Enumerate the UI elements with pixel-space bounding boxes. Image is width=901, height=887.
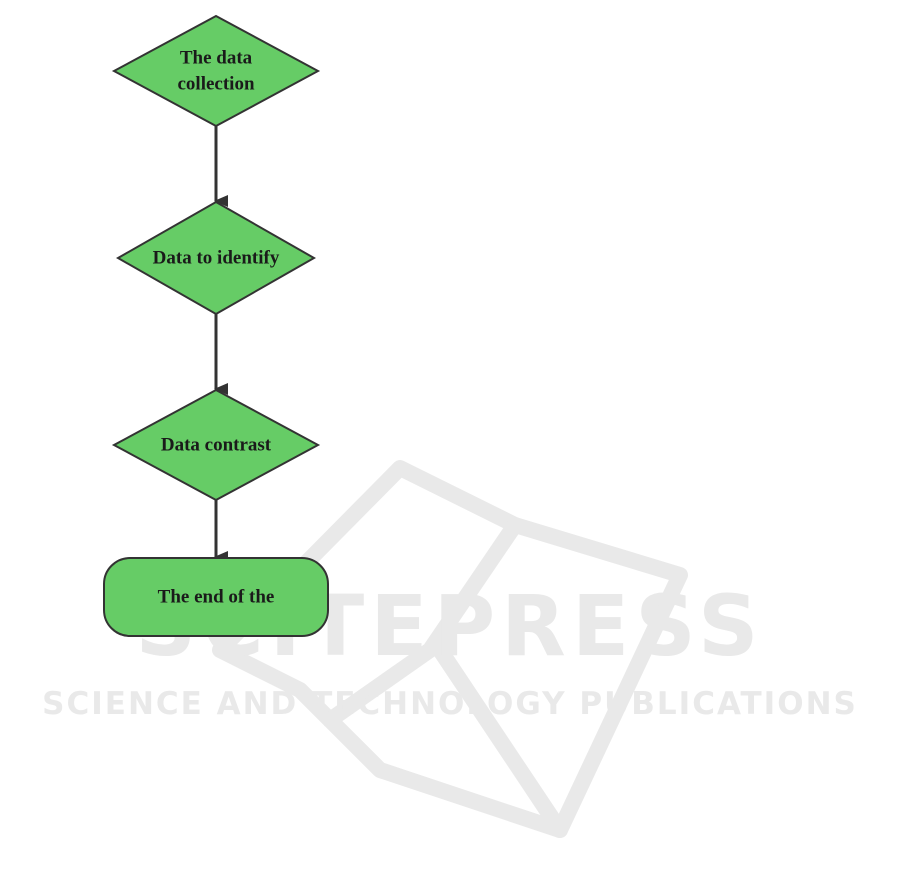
node-label: The data <box>180 48 253 69</box>
node-label: The end of the <box>158 587 275 608</box>
node-end: The end of the <box>104 558 328 636</box>
node-identify: Data to identify <box>118 202 314 314</box>
node-contrast: Data contrast <box>114 390 318 500</box>
watermark-subtitle: SCIENCE AND TECHNOLOGY PUBLICATIONS <box>42 686 858 722</box>
decision-diamond <box>114 16 318 126</box>
node-label: collection <box>177 74 254 95</box>
node-label: Data to identify <box>153 248 280 269</box>
watermark: SCITEPRESS SCIENCE AND TECHNOLOGY PUBLIC… <box>42 468 858 830</box>
node-collection: The data collection <box>114 16 318 126</box>
node-label: Data contrast <box>161 435 272 456</box>
